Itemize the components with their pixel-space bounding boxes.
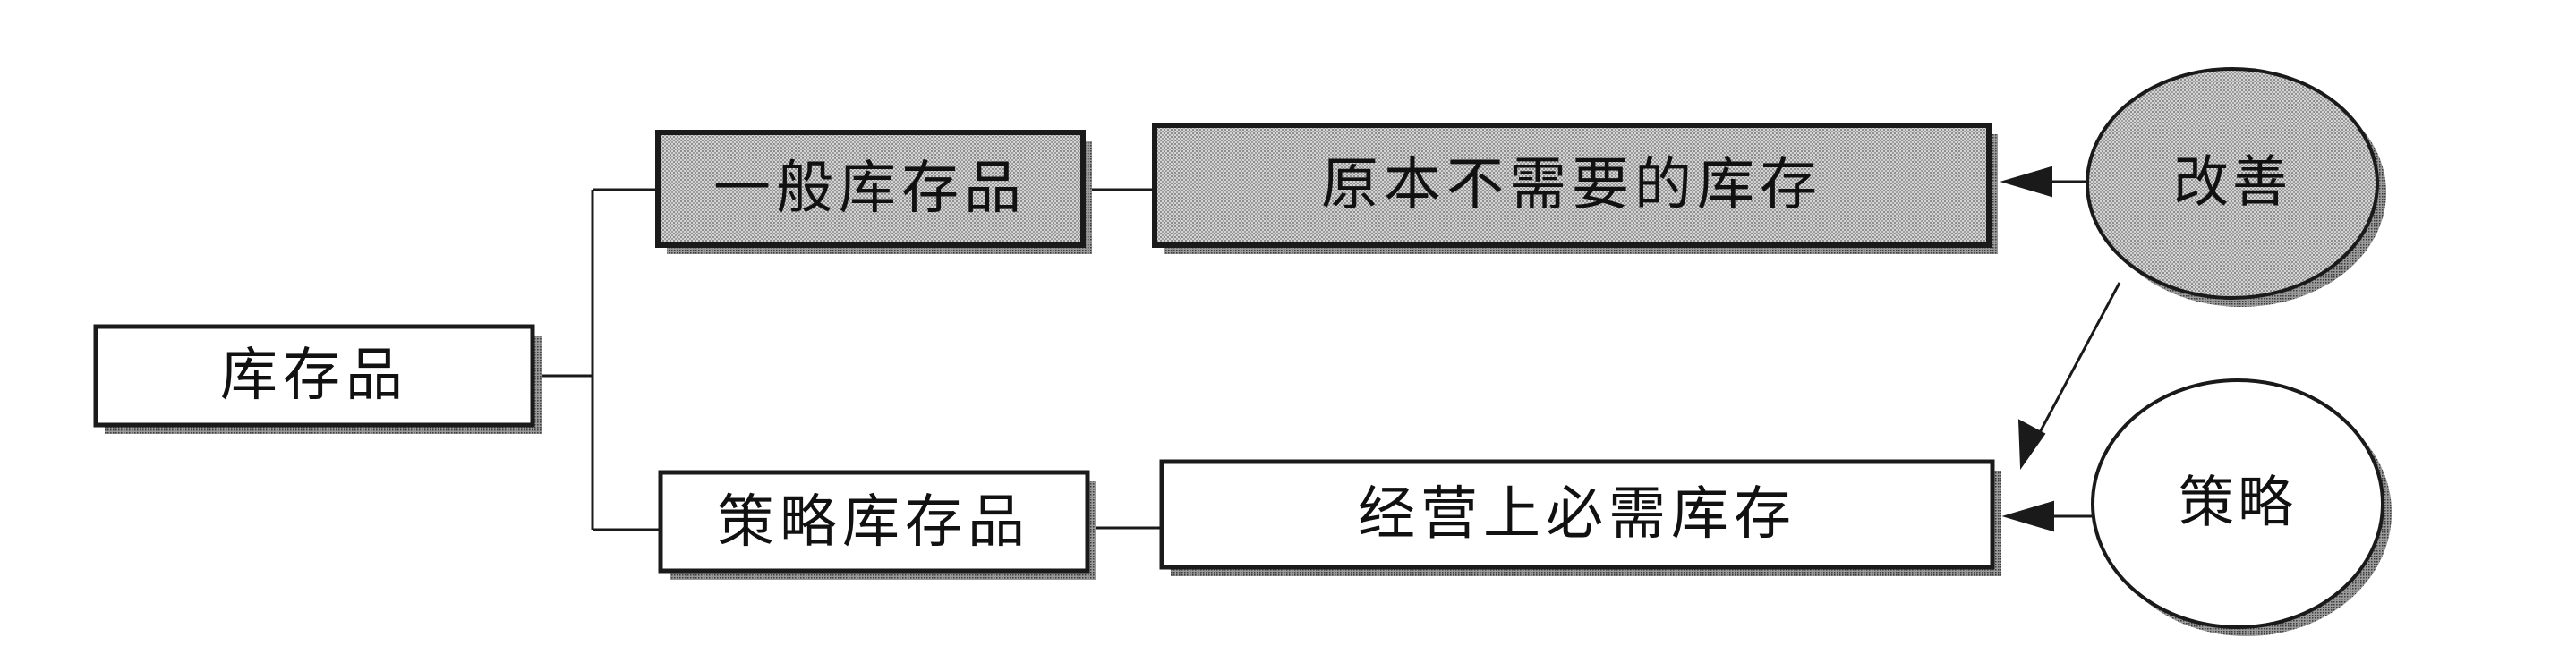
diagonal-arrowhead [2017,419,2046,470]
strategic-inventory-box: 策略库存品 [658,470,1096,580]
improve-arrowhead [2000,166,2052,198]
root-box: 库存品 [93,324,542,434]
connector-lines [537,188,2121,531]
improve-to-required-arrow-line [2030,282,2121,448]
arrowheads [2000,166,2099,532]
required-inventory-box: 经营上必需库存 [1159,459,2001,576]
strategy-label: 策略 [2179,470,2297,535]
root-label: 库存品 [220,343,408,409]
strategic-inventory-label: 策略库存品 [717,489,1030,556]
general-inventory-label: 一般库存品 [713,156,1027,222]
unneeded-inventory-box: 原本不需要的库存 [1152,123,1998,254]
general-inventory-box: 一般库存品 [655,130,1092,254]
strategy-arrowhead [2001,500,2054,532]
improve-label: 改善 [2173,149,2291,215]
required-inventory-label: 经营上必需库存 [1358,481,1796,548]
unneeded-inventory-label: 原本不需要的库存 [1321,152,1822,218]
improve-circle: 改善 [2086,67,2386,307]
strategy-circle: 策略 [2091,378,2392,636]
